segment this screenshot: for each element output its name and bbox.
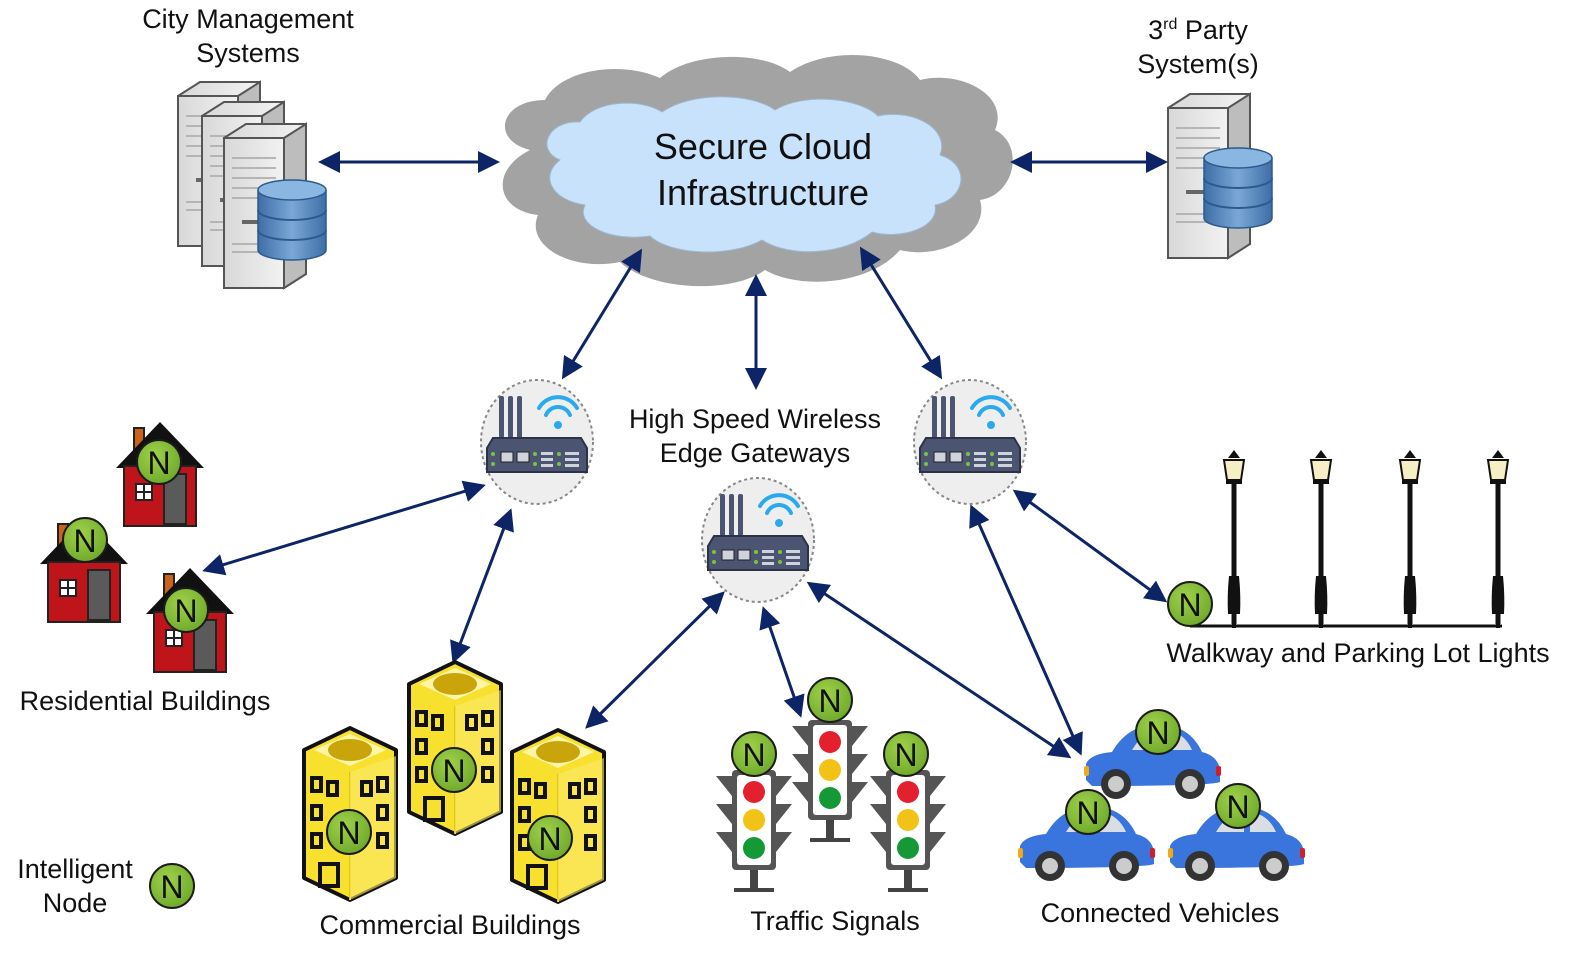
third-party-line1: 3rd Party [1148,15,1248,45]
cloud-label: Secure Cloud Infrastructure [583,124,943,216]
third-party-server [1167,93,1273,259]
intelligent-node-icon [1065,789,1111,835]
intelligent-node-icon [807,677,853,723]
intelligent-node-icon [527,815,573,861]
intelligent-node-icon [1215,783,1261,829]
commercial-buildings [302,660,606,904]
arrow-cloud-gw1 [561,248,643,380]
traffic-light-icon [870,770,946,892]
arrow-gw2-commercial [585,591,725,729]
arrow-gw3-lights [1012,489,1168,603]
city-management-servers [177,81,327,289]
gateway-icon-left [479,378,595,506]
lamp-post-icon [1223,449,1245,629]
legend-label: Intelligent Node [10,852,140,920]
third-party-line2: System(s) [1137,49,1259,79]
intelligent-node-icon [731,731,777,777]
arrow-gw1-commercial [450,508,514,664]
intelligent-node-icon [326,809,372,855]
residential-label: Residential Buildings [19,686,271,716]
intelligent-node-icon [136,439,182,485]
connected-vehicles [1018,709,1305,881]
lamp-post-icon [1399,449,1421,629]
gateway-icon-center [700,476,816,604]
legend-node-icon [149,863,195,909]
gateways-line2: Edge Gateways [659,438,851,468]
gateway-icon-right [912,378,1028,506]
city-management-line2: Systems [196,38,300,68]
intelligent-node-icon [431,747,477,793]
intelligent-node-icon [163,587,209,633]
city-management-line1: City Management [142,4,354,34]
arrow-gw3-vehicles [969,504,1083,756]
intelligent-node-icon [62,517,108,563]
gateways-label: High Speed Wireless Edge Gateways [610,402,900,470]
cloud-label-line1: Secure Cloud [653,126,873,167]
database-icon [1203,147,1273,229]
lights-label: Walkway and Parking Lot Lights [1166,638,1550,668]
residential-buildings [39,421,235,673]
arrow-cloud-gw3 [859,246,943,380]
intelligent-node-icon [1167,581,1213,627]
intelligent-node-icon [1135,709,1181,755]
traffic-signals [716,677,946,892]
arrow-gw2-traffic [759,606,805,718]
building-icon [510,728,606,904]
legend-line1: Intelligent [17,854,133,884]
secure-cloud [502,54,1013,287]
traffic-light-icon [792,720,868,842]
commercial-label: Commercial Buildings [319,910,581,940]
cloud-label-line2: Infrastructure [656,172,870,213]
connection-arrows [202,151,1168,759]
traffic-label: Traffic Signals [750,906,920,936]
lamp-post-icon [1487,449,1509,629]
third-party-label: 3rd Party System(s) [1110,8,1286,81]
traffic-light-icon [716,770,792,892]
legend-line2: Node [42,888,108,918]
lamp-post-icon [1310,449,1332,629]
intelligent-node-icon [883,731,929,777]
vehicles-label: Connected Vehicles [1040,898,1280,928]
city-management-label: City Management Systems [128,2,368,70]
arrow-gw1-residential [202,480,486,576]
walkway-lights [1167,449,1509,629]
gateways-line1: High Speed Wireless [628,404,882,434]
cloud-inner-shape [546,96,962,253]
database-icon [257,179,327,261]
